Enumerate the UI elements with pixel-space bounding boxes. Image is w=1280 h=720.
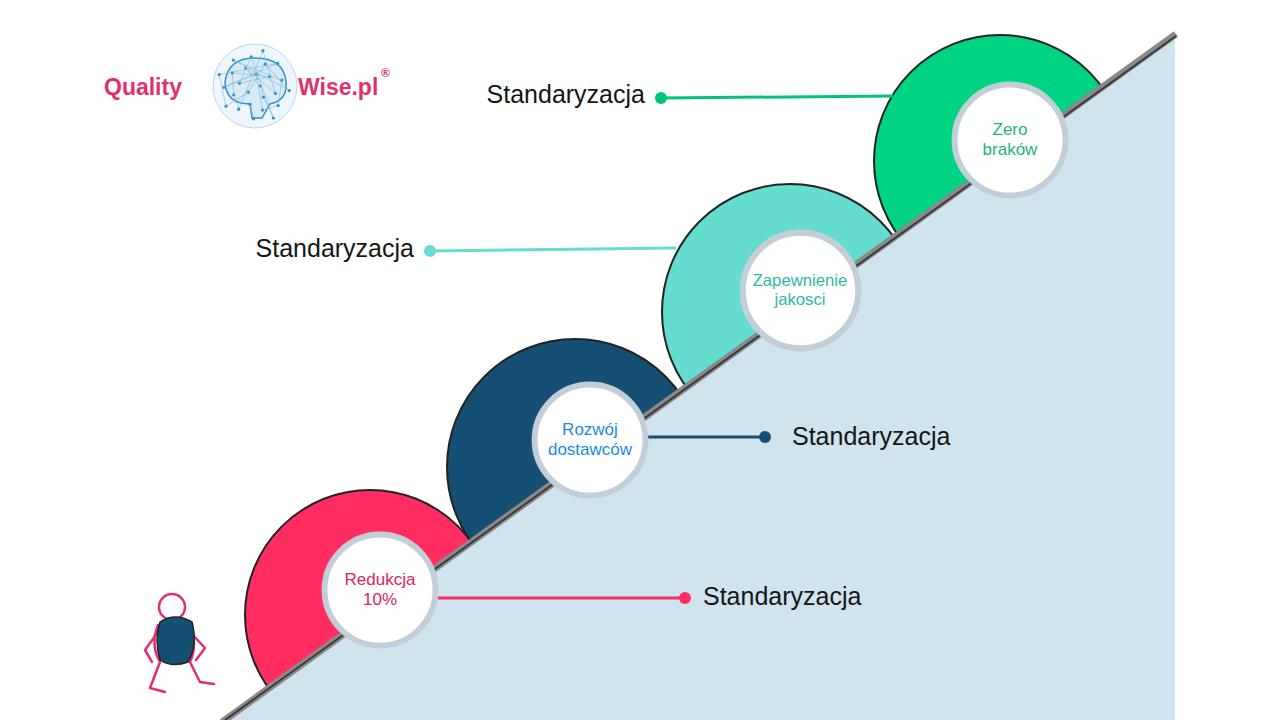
step-circle: Rozwój dostawców xyxy=(531,381,649,499)
network-line xyxy=(233,60,289,91)
leader-line xyxy=(438,597,685,600)
network-dot xyxy=(277,104,280,107)
network-line xyxy=(278,80,282,105)
network-line xyxy=(250,104,253,119)
network-dot xyxy=(288,89,291,92)
network-dot xyxy=(237,108,240,111)
leader-dot xyxy=(679,592,691,604)
step-label: Zapewnienie jakosci xyxy=(751,271,849,309)
leader-dot xyxy=(424,245,436,257)
step-circle: Zero braków xyxy=(951,81,1069,199)
network-line xyxy=(250,104,253,119)
network-dot xyxy=(262,95,265,98)
network-line xyxy=(251,57,273,118)
step-annotation: Standaryzacja xyxy=(256,234,414,263)
slope-edge xyxy=(225,36,1176,720)
network-dot xyxy=(272,116,275,119)
stick-figure-body xyxy=(157,617,194,665)
logo-text: Quality xyxy=(104,74,182,101)
network-line xyxy=(260,86,263,97)
logo-text: Wise.pl xyxy=(298,74,378,101)
network-dot xyxy=(222,86,225,89)
leader-dot xyxy=(759,431,771,443)
step-annotation: Standaryzacja xyxy=(703,582,861,611)
logo-brain xyxy=(213,44,297,128)
network-dot xyxy=(276,62,279,65)
leader-line xyxy=(431,248,676,251)
network-dot xyxy=(218,73,221,76)
registered-mark: ® xyxy=(381,66,390,80)
network-dot xyxy=(261,49,264,52)
network-dot xyxy=(252,117,255,120)
network-line xyxy=(265,64,289,90)
leader-dot xyxy=(655,92,667,104)
network-line xyxy=(226,92,248,106)
stick-figure xyxy=(145,594,214,692)
leader-line xyxy=(648,436,765,439)
leader-line xyxy=(662,96,893,98)
slope-edge xyxy=(222,34,1176,720)
network-line xyxy=(219,63,278,74)
step-annotation: Standaryzacja xyxy=(487,80,645,109)
network-line xyxy=(219,75,226,107)
step-label: Rozwój dostawców xyxy=(543,420,637,459)
step-circle: Redukcja 10% xyxy=(321,531,439,649)
network-line xyxy=(263,51,275,94)
step-circle: Zapewnienie jakosci xyxy=(739,229,862,352)
network-line xyxy=(233,60,281,80)
step-label: Redukcja 10% xyxy=(333,570,427,609)
step-annotation: Standaryzacja xyxy=(792,422,950,451)
step-label: Zero braków xyxy=(963,120,1057,159)
network-line xyxy=(234,95,239,109)
